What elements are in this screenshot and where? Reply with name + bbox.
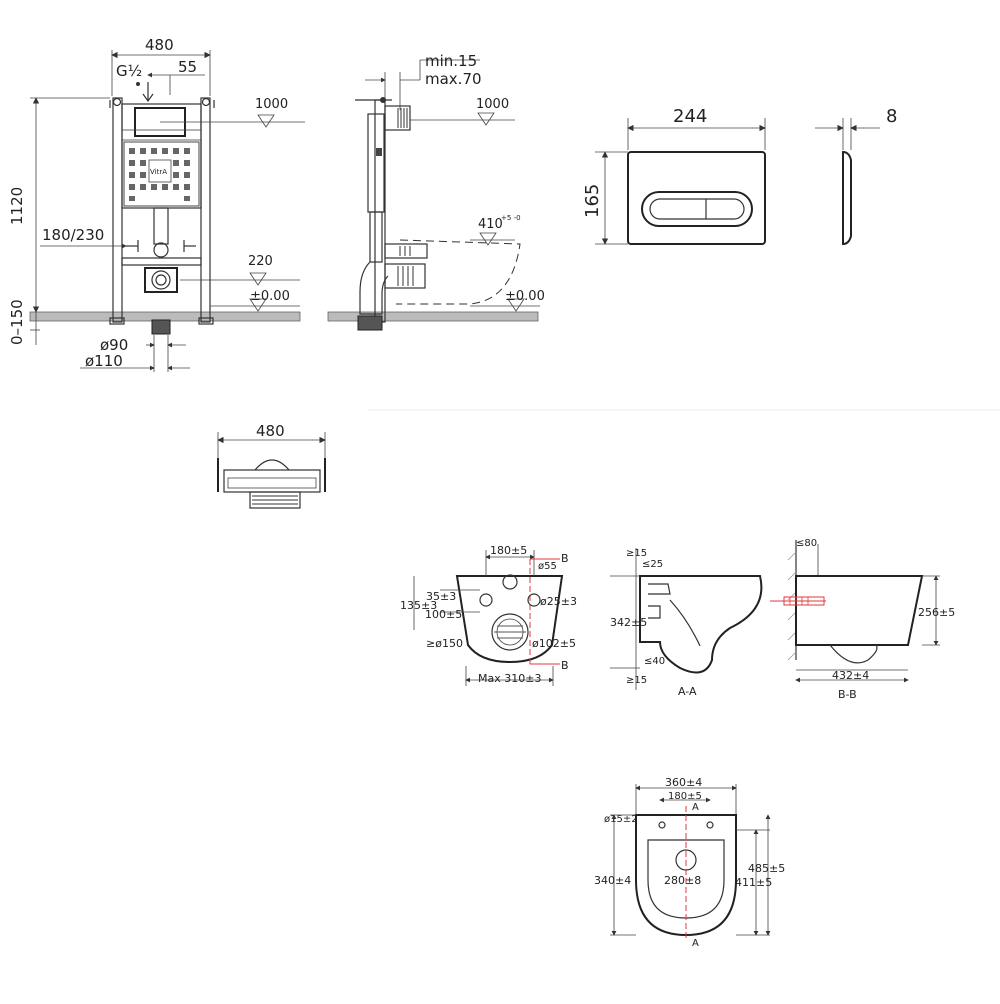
wc-front-100-label: 100±5 <box>425 608 462 621</box>
wc-front-d55-label: ø55 <box>538 561 557 572</box>
water-inlet-label: G½ <box>116 62 142 80</box>
plan-485-label: 485±5 <box>748 862 785 875</box>
wc-plan-view: 360±4 180±5 A ø15±2 340±4 280±8 411±5 48… <box>594 776 785 949</box>
plan-d15-label: ø15±2 <box>604 814 638 825</box>
sec-a-40-label: ≤40 <box>644 656 665 667</box>
section-b-title: B-B <box>838 688 857 701</box>
wc-front-d25-label: ø25±3 <box>540 595 577 608</box>
bolt-spacing-label: 180/230 <box>42 226 104 244</box>
wc-section-a-a: ≥15 ≤25 342±5 ≤40 ≥15 A-A <box>610 548 763 698</box>
section-b-top: B <box>561 552 569 565</box>
wc-front-135-label: 135±3 <box>400 599 437 612</box>
side-level-1000-label: 1000 <box>476 97 509 112</box>
plan-a-bottom: A <box>692 938 699 949</box>
adjust-range-label: 0–150 <box>8 299 26 345</box>
section-b-bottom: B <box>561 659 569 672</box>
wc-front-d150-label: ≥ø150 <box>426 637 463 650</box>
plate-height-label: 165 <box>582 184 603 218</box>
level-1000-label: 1000 <box>255 97 288 112</box>
plan-360-label: 360±4 <box>665 776 702 789</box>
seat-level-410-label: 410 <box>478 217 503 232</box>
wall-max-label: max.70 <box>425 70 482 88</box>
wc-front-180-label: 180±5 <box>490 544 527 557</box>
frame-side-view: min.15 max.70 1000 410 +5 -0 <box>327 52 545 331</box>
sec-b-432-label: 432±4 <box>832 669 869 682</box>
level-zero-label: ±0.00 <box>250 289 290 304</box>
frame-width-label: 480 <box>145 36 174 54</box>
brand-logo: VitrA <box>150 168 167 176</box>
wc-front-d102-label: ø102±5 <box>532 637 576 650</box>
seat-level-tolerance: +5 -0 <box>501 214 521 222</box>
plan-280-label: 280±8 <box>664 874 701 887</box>
inlet-offset-label: 55 <box>178 58 197 76</box>
wc-section-b-b: ≤80 256±5 432±4 B-B <box>770 538 955 701</box>
wall-min-label: min.15 <box>425 52 477 70</box>
sec-a-342-label: 342±5 <box>610 616 647 629</box>
frame-front-view: 480 G½ 55 VitrA 1000 <box>8 36 305 372</box>
flush-plate-view: 244 165 8 <box>582 106 897 246</box>
sec-a-15-top: ≥15 <box>626 548 647 559</box>
frame-height-label: 1120 <box>8 187 26 225</box>
top-width-label: 480 <box>256 422 285 440</box>
section-a-title: A-A <box>678 685 697 698</box>
side-level-zero-label: ±0.00 <box>505 289 545 304</box>
sec-b-256-label: 256±5 <box>918 606 955 619</box>
plan-340-label: 340±4 <box>594 874 631 887</box>
wc-front-max-label: Max 310±3 <box>478 672 541 685</box>
level-220-label: 220 <box>248 254 273 269</box>
wc-front-view: 180±5 B B ø55 ø25±3 ≥ø150 ø102±5 35±3 13… <box>400 544 577 686</box>
plan-a-top: A <box>692 802 699 813</box>
plate-thickness-label: 8 <box>886 106 897 127</box>
sec-b-80-label: ≤80 <box>796 538 817 549</box>
pipe-d110-label: ø110 <box>85 352 123 370</box>
wc-front-35-label: 35±3 <box>426 590 456 603</box>
plan-411-label: 411±5 <box>735 876 772 889</box>
plan-180-label: 180±5 <box>668 791 702 802</box>
frame-top-view: 480 <box>217 422 326 509</box>
pipe-d90-label: ø90 <box>100 336 128 354</box>
plate-width-label: 244 <box>673 106 707 127</box>
sec-a-15-bottom: ≥15 <box>626 675 647 686</box>
sec-a-25-label: ≤25 <box>642 559 663 570</box>
